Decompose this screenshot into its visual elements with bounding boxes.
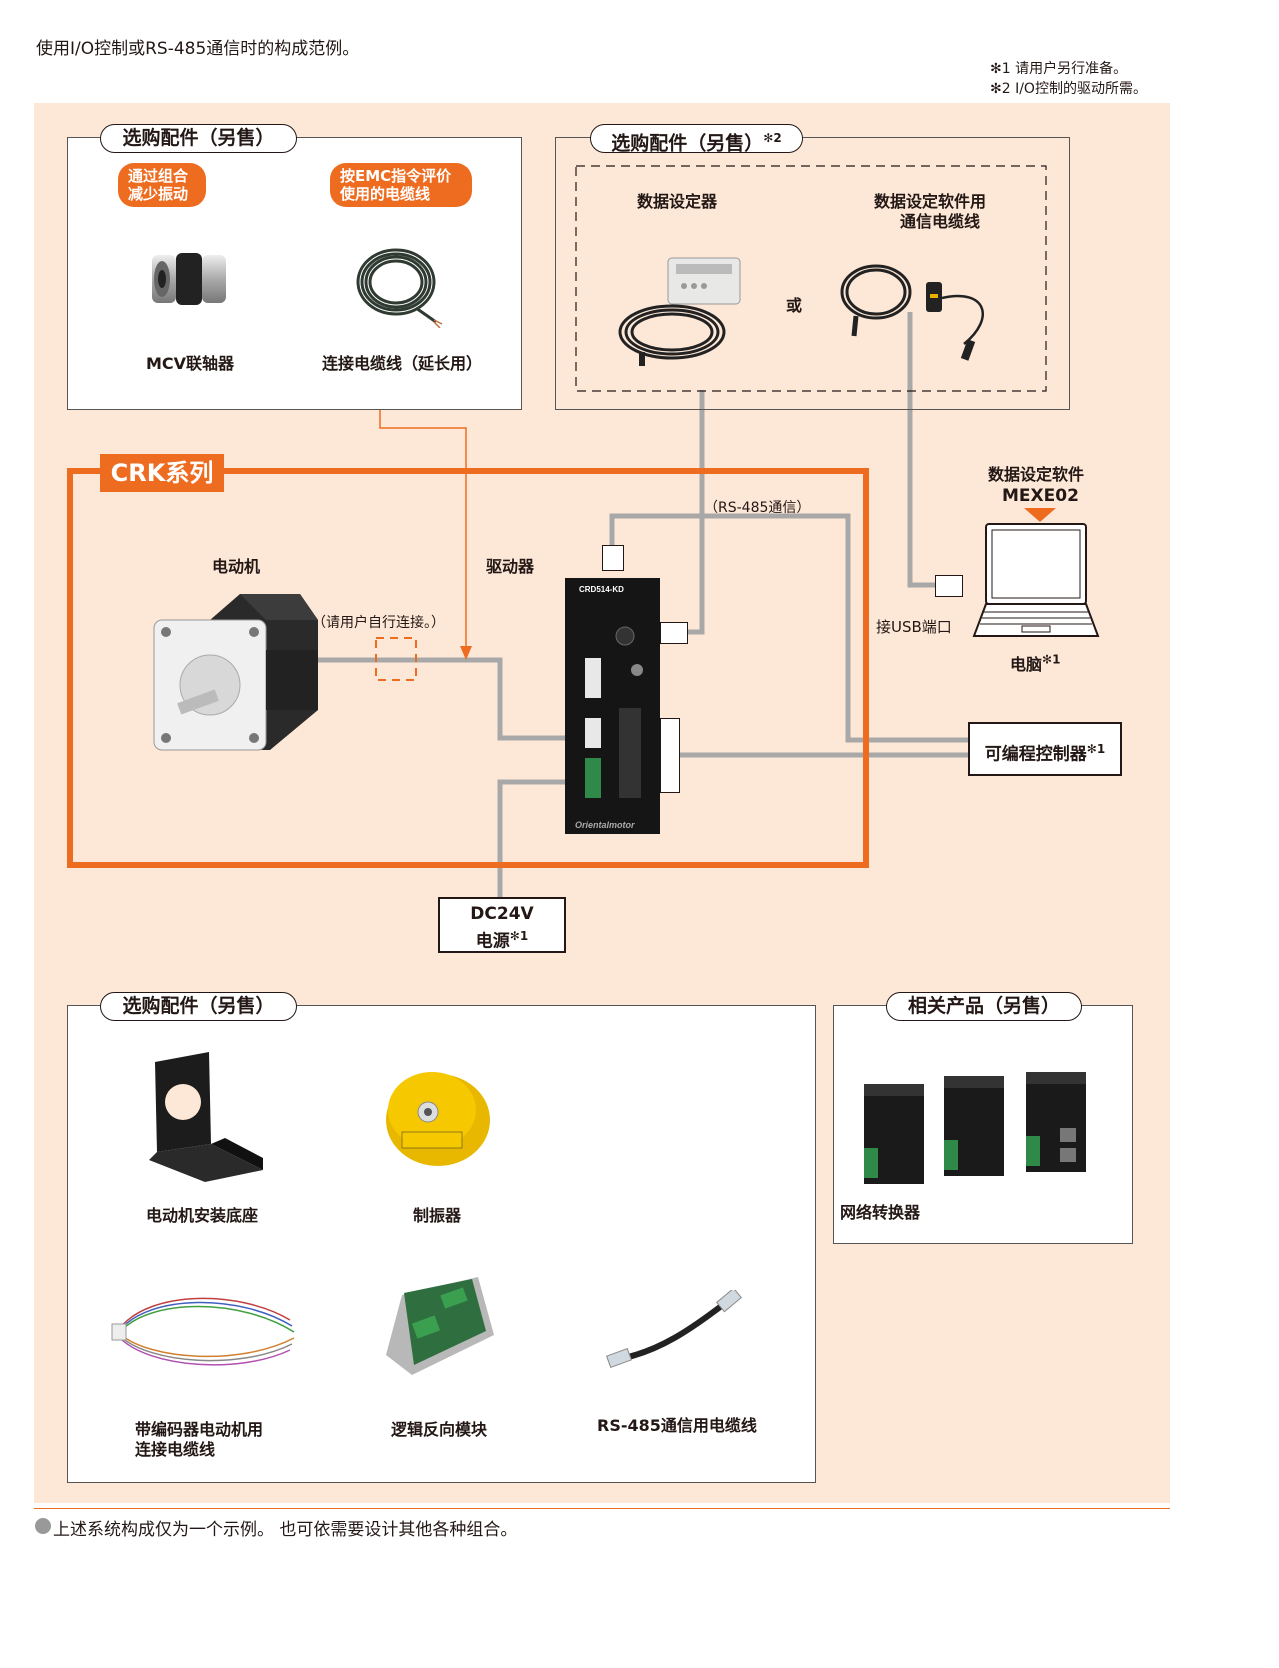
driver-brand-text: Orientalmotor [575,820,635,830]
data-setter-image [618,257,741,366]
pc-usb-port [935,575,963,597]
extension-cable-image [356,248,443,328]
coupling-tag: 通过组合 减少振动 [118,163,206,207]
network-converter-image [864,1072,1086,1184]
power-cable-line [497,779,590,897]
comm-cable-label-1: 数据设定软件用 [874,192,987,211]
driver-image: CRD514-KD Orientalmotor [565,578,660,834]
footer-divider [34,1508,1170,1509]
motor-image [153,594,318,751]
extension-cable-line [379,392,467,650]
power-voltage: DC24V [470,904,534,924]
footer-bullet-icon [35,1518,51,1534]
accessories-panel-bottom-title: 选购配件（另售） [100,992,297,1021]
software-name: MEXE02 [1002,486,1079,506]
motor-label: 电动机 [212,557,261,576]
power-box: DC24V 电源✻1 [438,897,566,953]
note-2: ✻2 I/O控制的驱动所需。 [990,81,1147,97]
driver-rs485-port [602,545,624,571]
comm-cable-image [840,264,984,361]
usb-label: 接USB端口 [876,618,952,636]
accessories-panel-data-title: 选购配件（另售）✻2 [590,124,803,154]
motor-mount-label: 电动机安装底座 [146,1206,259,1225]
extension-cable-label: 连接电缆线（延长用） [322,354,483,373]
note-1: ✻1 请用户另行准备。 [990,61,1128,77]
damper-label: 制振器 [413,1206,462,1225]
driver-cn3-port [660,622,688,644]
accessories-panel-top-title: 选购配件（另售） [100,124,297,153]
comm-cable-label-2: 通信电缆线 [900,212,981,231]
or-label: 或 [786,296,803,315]
extension-cable-arrow [460,646,472,660]
rs485-cable-image [605,1290,742,1369]
logic-module-image [386,1277,494,1375]
data-setter-label: 数据设定器 [637,192,718,211]
encoder-cable-label-1: 带编码器电动机用 [135,1420,264,1439]
pc-label: 电脑✻1 [1010,652,1061,674]
footer-note: 上述系统构成仅为一个示例。 也可依需要设计其他各种组合。 [53,1520,518,1540]
encoder-cable-label-2: 连接电缆线 [135,1440,216,1459]
related-products-title: 相关产品（另售） [886,992,1082,1021]
usb-line [907,312,935,588]
accessories-panel-data [555,137,1070,410]
power-label: 电源✻1 [475,929,529,952]
intro-text: 使用I/O控制或RS-485通信时的构成范例。 [36,39,360,59]
network-converter-label: 网络转换器 [840,1203,921,1222]
rs485-line [609,513,968,743]
coupling-image [152,253,226,305]
data-panel-dashed-box [575,165,1047,392]
plc-box: 可编程控制器✻1 [968,722,1122,776]
emc-cable-tag: 按EMC指令评价 使用的电缆线 [330,163,472,207]
rs485-cable-label: RS-485通信用电缆线 [597,1416,757,1435]
damper-image [386,1072,490,1166]
pc-image [972,523,1100,637]
driver-model-text: CRD514-KD [579,585,624,594]
driver-label: 驱动器 [486,557,535,576]
motor-mount-image [149,1052,263,1182]
encoder-cable-image [111,1297,295,1366]
user-connection-box [375,637,417,681]
software-arrow [1024,508,1056,522]
rs485-note: （RS-485通信） [704,500,811,516]
user-connect-note: （请用户自行连接。） [312,615,445,631]
crk-series-frame [67,468,869,868]
motor-cable-line [315,657,590,741]
driver-cn4-port [660,718,680,793]
logic-module-label: 逻辑反向模块 [391,1420,488,1439]
coupling-label: MCV联轴器 [146,354,235,373]
crk-series-title: CRK系列 [100,454,224,492]
software-label: 数据设定软件 [988,465,1085,484]
